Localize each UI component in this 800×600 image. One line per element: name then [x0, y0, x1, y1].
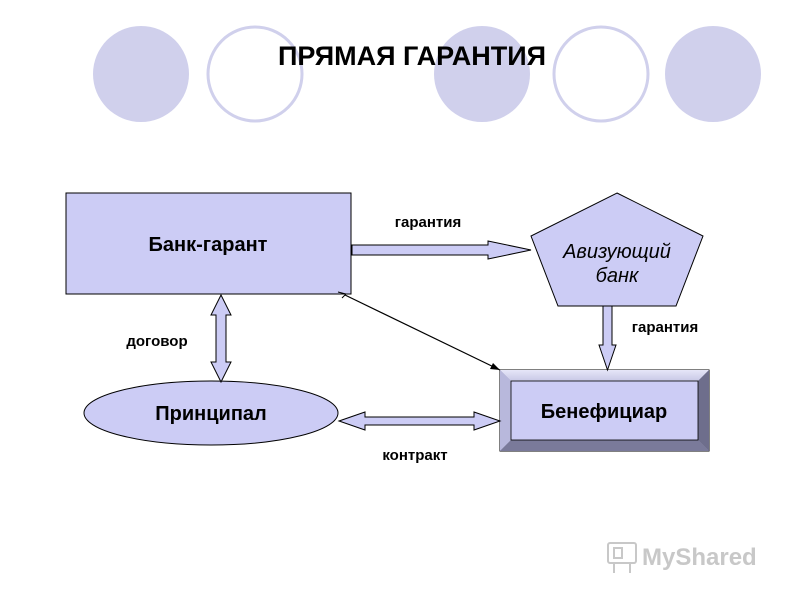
arrow-guarantee-to-advising: [351, 240, 532, 260]
beneficiary-label: Бенефициар: [541, 401, 667, 423]
edge-label-contract: контракт: [382, 447, 447, 464]
myshared-watermark: MyShared: [604, 535, 774, 577]
principal-label: Принципал: [155, 403, 266, 425]
header-decoration: [93, 25, 761, 123]
decor-circle-4: [552, 25, 650, 123]
bank-guarantor-label: Банк-гарант: [149, 234, 268, 256]
arrow-guarantee-to-beneficiary: [598, 305, 617, 372]
advising-bank-label-line2: банк: [596, 265, 640, 287]
arrow-contract: [337, 411, 502, 431]
advising-bank-pentagon: [530, 192, 704, 307]
decor-circle-1: [93, 26, 189, 122]
edge-label-guarantee-top: гарантия: [395, 214, 461, 231]
edge-label-agreement: договор: [126, 333, 187, 350]
slide-title: ПРЯМАЯ ГАРАНТИЯ: [278, 41, 546, 71]
decor-circle-2: [206, 25, 304, 123]
decor-circle-5: [665, 26, 761, 122]
principal-ellipse: [83, 380, 339, 446]
svg-text:MyShared: MyShared: [642, 544, 757, 571]
beneficiary-box: [499, 369, 710, 452]
arrow-agreement: [210, 293, 232, 384]
advising-bank-label-line1: Авизующий: [562, 241, 671, 263]
bank-guarantor-box: [65, 192, 352, 295]
arrow-diagonal-bank-beneficiary: [337, 291, 501, 371]
decor-circle-3: [434, 26, 530, 122]
edge-label-guarantee-right: гарантия: [632, 319, 698, 336]
